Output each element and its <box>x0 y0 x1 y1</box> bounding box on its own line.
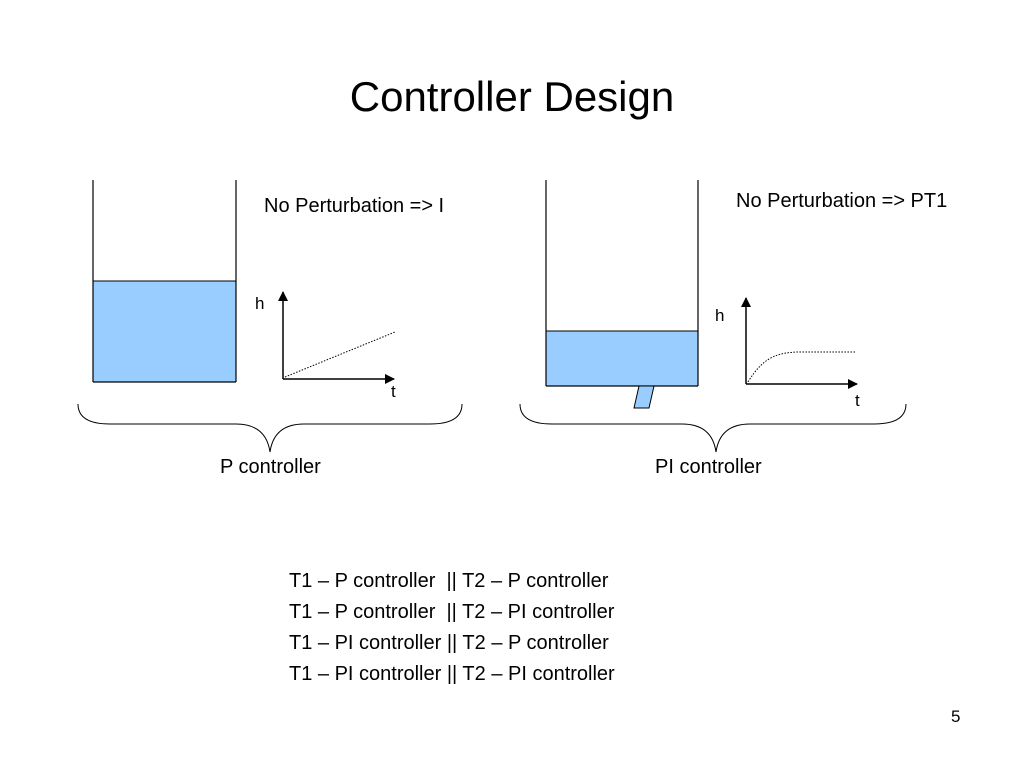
left-axis-y-label: h <box>255 294 265 313</box>
left-tank-water <box>93 281 236 382</box>
right-axis-x-label: t <box>855 391 860 410</box>
slide-title: Controller Design <box>349 73 675 120</box>
right-brace <box>519 403 907 453</box>
scenario-item: T1 – PI controller || T2 – PI controller <box>289 663 615 685</box>
left-plot-ramp-curve <box>284 331 396 378</box>
left-axis-x-label: t <box>391 382 396 401</box>
left-tank <box>92 180 237 383</box>
left-response-plot <box>278 291 396 384</box>
left-controller-label: P controller <box>220 456 321 478</box>
right-tank <box>545 180 699 409</box>
right-tank-outlet-valve <box>633 385 655 409</box>
scenario-item: T1 – P controller || T2 – PI controller <box>289 601 615 623</box>
scenario-list: T1 – P controller || T2 – P controller T… <box>289 566 615 690</box>
right-caption: No Perturbation => PT1 <box>736 190 948 212</box>
right-axis-y-label: h <box>715 306 725 325</box>
scenario-item: T1 – P controller || T2 – P controller <box>289 570 609 592</box>
right-controller-label: PI controller <box>655 456 762 478</box>
right-plot-pt1-curve <box>747 351 855 383</box>
right-response-plot <box>741 297 858 389</box>
page-number: 5 <box>951 707 961 726</box>
left-caption: No Perturbation => I <box>264 195 445 217</box>
left-brace <box>77 403 463 453</box>
right-tank-water <box>546 331 698 386</box>
scenario-item: T1 – PI controller || T2 – P controller <box>289 632 609 654</box>
